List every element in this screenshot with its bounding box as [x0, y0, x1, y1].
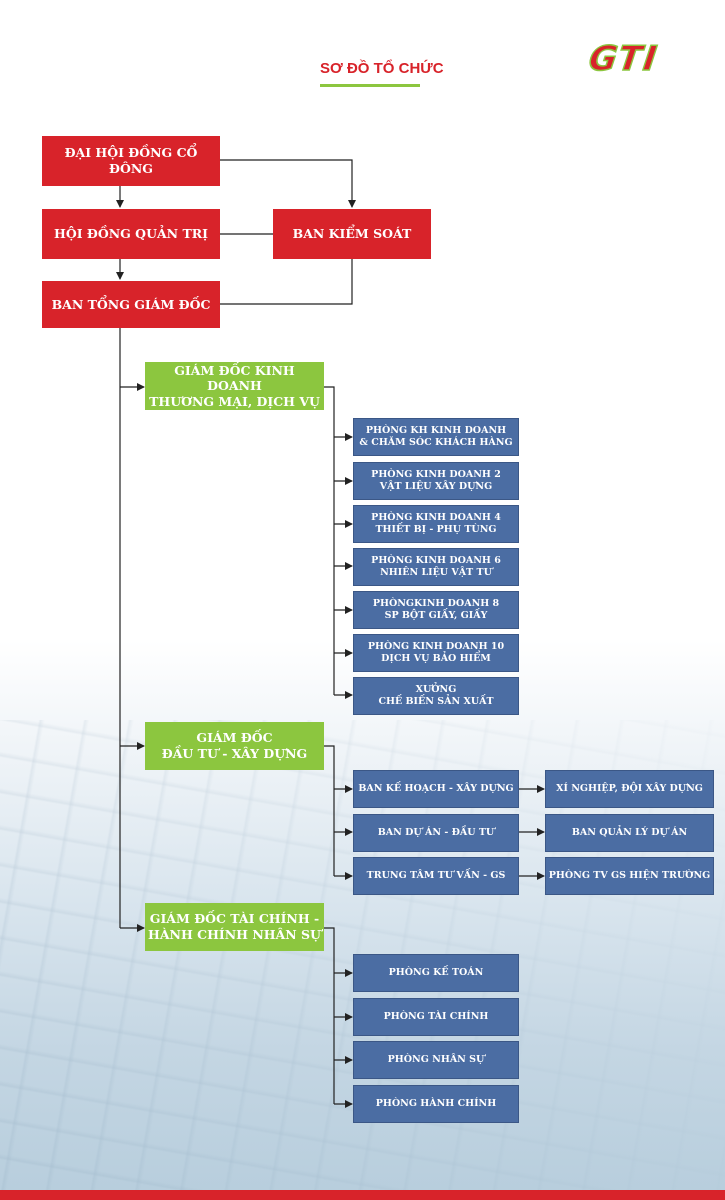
unit-line2: VẬT LIỆU XÂY DỰNG — [379, 481, 493, 492]
unit-label: PHÒNG NHÂN SỰ — [387, 1054, 485, 1066]
unit-line2: NHIÊN LIỆU VẬT TƯ — [380, 567, 492, 578]
unit-line1: XƯỞNG — [415, 684, 457, 696]
node-shareholders-meeting: ĐẠI HỘI ĐỒNG CỔ ĐÔNG — [42, 136, 220, 186]
node-label-line2: HÀNH CHÍNH NHÂN SỰ — [148, 927, 321, 942]
node-general-directors: BAN TỔNG GIÁM ĐỐC — [42, 281, 220, 328]
unit-label: TRUNG TÂM TƯ VẤN - GS — [366, 870, 506, 882]
gti-logo: GTI — [577, 39, 715, 79]
unit-accounting: PHÒNG KẾ TOÁN — [353, 954, 519, 992]
unit-construction-team: XÍ NGHIỆP, ĐỘI XÂY DỰNG — [545, 770, 714, 808]
gti-logo-graphic: GTI — [582, 39, 665, 79]
node-label-line2: ĐẦU TƯ - XÂY DỰNG — [161, 746, 308, 761]
node-label: BAN TỔNG GIÁM ĐỐC — [51, 296, 211, 312]
unit-finance: PHÒNG TÀI CHÍNH — [353, 998, 519, 1036]
unit-line1: PHÒNG KH KINH DOANH — [365, 425, 507, 437]
unit-planning-construction: BAN KẾ HOẠCH - XÂY DỰNG — [353, 770, 519, 808]
unit-label: BAN QUẢN LÝ DỰ ÁN — [571, 827, 688, 839]
unit-business-1: PHÒNG KH KINH DOANH& CHĂM SÓC KHÁCH HÀNG — [353, 418, 519, 456]
unit-human-resources: PHÒNG NHÂN SỰ — [353, 1041, 519, 1079]
unit-line2: SP BỘT GIẤY, GIẤY — [384, 610, 488, 621]
unit-line1: PHÒNG KINH DOANH 6 — [371, 555, 501, 567]
node-label-line2: THƯƠNG MẠI, DỊCH VỤ — [149, 393, 320, 409]
page-title: SƠ ĐỒ TỔ CHỨC — [320, 60, 444, 77]
unit-line2: CHẾ BIẾN SẢN XUẤT — [378, 696, 494, 707]
unit-label: PHÒNG TÀI CHÍNH — [383, 1011, 489, 1023]
node-label: BAN KIỂM SOÁT — [292, 226, 412, 242]
unit-line1: PHÒNGKINH DOANH 8 — [372, 598, 500, 610]
unit-project-management: BAN QUẢN LÝ DỰ ÁN — [545, 814, 714, 852]
node-supervisory-board: BAN KIỂM SOÁT — [273, 209, 431, 259]
unit-line1: PHÒNG KINH DOANH 10 — [367, 641, 505, 653]
unit-label: PHÒNG KẾ TOÁN — [388, 967, 484, 979]
unit-line2: THIẾT BỊ - PHỤ TÙNG — [375, 524, 497, 535]
unit-administration: PHÒNG HÀNH CHÍNH — [353, 1085, 519, 1123]
unit-line2: & CHĂM SÓC KHÁCH HÀNG — [359, 437, 513, 448]
node-board-of-directors: HỘI ĐỒNG QUẢN TRỊ — [42, 209, 220, 259]
unit-consulting-center: TRUNG TÂM TƯ VẤN - GS — [353, 857, 519, 895]
unit-line2: DỊCH VỤ BẢO HIỂM — [381, 653, 491, 664]
unit-label: PHÒNG HÀNH CHÍNH — [375, 1098, 497, 1110]
unit-project-investment: BAN DỰ ÁN - ĐẦU TƯ — [353, 814, 519, 852]
unit-site-supervision: PHÒNG TV GS HIỆN TRƯỜNG — [545, 857, 714, 895]
node-label-line1: GIÁM ĐỐC — [196, 730, 273, 746]
unit-label: BAN KẾ HOẠCH - XÂY DỰNG — [358, 783, 514, 795]
unit-line1: PHÒNG KINH DOANH 4 — [371, 512, 501, 524]
bottom-red-bar — [0, 1190, 725, 1200]
node-label-line1: GIÁM ĐỐC TÀI CHÍNH - — [149, 911, 320, 927]
node-label-line1: GIÁM ĐỐC KINH DOANH — [174, 362, 295, 394]
unit-label: XÍ NGHIỆP, ĐỘI XÂY DỰNG — [556, 783, 703, 795]
node-label: HỘI ĐỒNG QUẢN TRỊ — [54, 226, 208, 242]
unit-label: BAN DỰ ÁN - ĐẦU TƯ — [377, 827, 495, 839]
node-label: ĐẠI HỘI ĐỒNG CỔ ĐÔNG — [64, 145, 198, 176]
unit-label: PHÒNG TV GS HIỆN TRƯỜNG — [548, 870, 711, 882]
svg-text:GTI: GTI — [582, 40, 664, 74]
title-underline — [320, 84, 420, 87]
node-director-finance: GIÁM ĐỐC TÀI CHÍNH -HÀNH CHÍNH NHÂN SỰ — [145, 903, 324, 951]
unit-line1: PHÒNG KINH DOANH 2 — [371, 469, 501, 481]
